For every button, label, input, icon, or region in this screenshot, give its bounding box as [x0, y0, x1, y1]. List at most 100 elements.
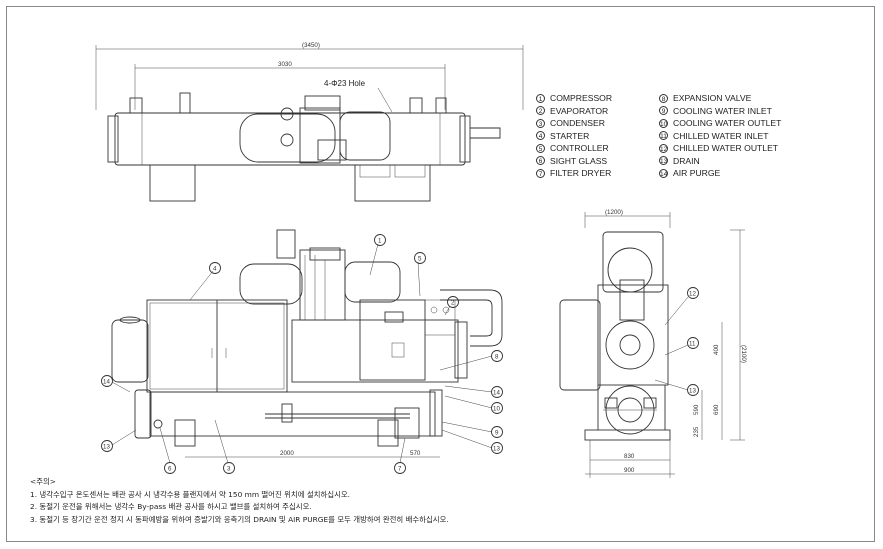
callout-2 [447, 296, 459, 308]
legend-number: 1 [536, 93, 545, 103]
legend-item: 8 EXPANSION VALVE [659, 92, 781, 105]
callout-13a [101, 440, 113, 452]
callout-7-text: 7 [398, 466, 402, 473]
callout-10 [491, 402, 503, 414]
legend-label: COOLING WATER INLET [673, 105, 772, 116]
callout-9 [491, 426, 503, 438]
legend-number: 4 [536, 131, 545, 141]
legend-item: 5 CONTROLLER [536, 142, 612, 155]
legend-number: 6 [536, 156, 545, 166]
legend-item: 6 SIGHT GLASS [536, 155, 612, 168]
legend-number: 8 [659, 93, 668, 103]
callout-13a-text: 13 [103, 444, 110, 451]
legend-number: 3 [536, 118, 545, 128]
callout-14a-text: 14 [103, 379, 110, 386]
callout-10-text: 10 [493, 406, 500, 413]
callout-8-text: 8 [495, 354, 499, 361]
callout-9-text: 9 [495, 430, 499, 437]
callout-11 [687, 337, 699, 349]
legend-label: DRAIN [673, 155, 700, 166]
legend-label: COMPRESSOR [550, 93, 613, 103]
legend-label: CHILLED WATER OUTLET [673, 143, 779, 153]
legend-label: FILTER DRYER [550, 168, 612, 178]
legend-item: 4 STARTER [536, 130, 612, 143]
callout-2-text: 2 [451, 300, 455, 307]
legend-label: CONDENSER [550, 118, 605, 128]
callout-14b [491, 386, 503, 398]
note-line-1: 1. 냉각수입구 온도센서는 배관 공사 시 냉각수용 플랜지에서 약 150 … [30, 489, 351, 499]
drawing-frame [6, 6, 875, 542]
callout-3-text: 3 [227, 466, 231, 473]
side-dim-235: 235 [693, 426, 700, 437]
front-view: 2000 570 [111, 229, 503, 464]
callout-13b [491, 442, 503, 454]
callout-13b-text: 13 [493, 446, 500, 453]
legend-label: STARTER [550, 130, 590, 141]
legend-number: 14 [659, 168, 668, 178]
legend-left: 1 COMPRESSOR 2 EVAPORATOR 3 CONDENSER 4 STARTER… [536, 92, 612, 180]
legend-label: AIR PURGE [673, 168, 721, 178]
callout-1 [374, 234, 386, 246]
front-dim-570: 570 [410, 450, 421, 457]
legend-number: 9 [659, 106, 668, 116]
callout-3 [223, 462, 235, 474]
legend-item: 12 CHILLED WATER OUTLET [659, 142, 781, 155]
legend-number: 7 [536, 168, 545, 178]
callout-14a [101, 375, 113, 387]
side-dim-900: 900 [624, 467, 635, 474]
callout-14b-text: 14 [493, 390, 500, 397]
callout-4-text: 4 [213, 266, 217, 273]
callout-1-text: 1 [378, 238, 382, 245]
side-callouts: 12 11 13 [687, 287, 699, 396]
legend-number: 12 [659, 143, 668, 153]
callout-6-text: 6 [168, 466, 172, 473]
top-dim-inner: 3030 [278, 61, 292, 68]
side-dim-690: 690 [713, 404, 720, 415]
notes-title: <주의> [30, 477, 56, 486]
legend-label: CHILLED WATER INLET [673, 130, 769, 141]
legend-item: 3 CONDENSER [536, 117, 612, 130]
side-dim-top: (1200) [605, 209, 623, 216]
side-dim-400: 400 [713, 344, 720, 355]
legend-item: 1 COMPRESSOR [536, 92, 612, 105]
legend-number: 5 [536, 143, 545, 153]
front-callouts: 1 4 5 2 8 14 10 9 13 6 3 7 14 13 [101, 234, 503, 474]
callout-11-text: 11 [689, 341, 696, 348]
notes-block: <주의> 1. 냉각수입구 온도센서는 배관 공사 시 냉각수용 플랜지에서 약… [30, 476, 449, 526]
side-view: (1200) (2100) 400 690 590 235 830 [559, 209, 747, 478]
callout-5-text: 5 [418, 256, 422, 263]
legend-item: 9 COOLING WATER INLET [659, 105, 781, 118]
side-dim-830: 830 [624, 453, 635, 460]
legend-number: 10 [659, 118, 668, 128]
legend-number: 13 [659, 156, 668, 166]
callout-12-text: 12 [689, 291, 696, 298]
callout-13c-text: 13 [689, 388, 696, 395]
note-line-2: 2. 동절기 운전을 위해서는 냉각수 By-pass 배관 공사를 하시고 밸… [30, 502, 312, 511]
legend-item: 13 DRAIN [659, 155, 781, 168]
top-view: (3450) 3030 4-Φ23 Hole [95, 42, 524, 202]
side-dim-590: 590 [693, 404, 700, 415]
legend-number: 2 [536, 106, 545, 116]
callout-6 [164, 462, 176, 474]
legend-label: CONTROLLER [550, 143, 609, 153]
legend-item: 7 FILTER DRYER [536, 167, 612, 180]
legend-item: 14 AIR PURGE [659, 167, 781, 180]
callout-7 [394, 462, 406, 474]
legend-number: 11 [659, 131, 668, 141]
top-dim-overall: (3450) [302, 42, 320, 49]
callout-13c [687, 384, 699, 396]
note-line-3: 3. 동절기 등 장기간 운전 정지 시 동파예방을 위하여 증발기와 응축기의… [30, 514, 449, 524]
front-dim-2000: 2000 [280, 450, 294, 457]
legend-label: SIGHT GLASS [550, 155, 608, 166]
callout-12 [687, 287, 699, 299]
legend-item: 2 EVAPORATOR [536, 105, 612, 118]
legend-label: EXPANSION VALVE [673, 93, 752, 103]
side-dim-height: (2100) [740, 345, 747, 363]
legend-label: EVAPORATOR [550, 105, 609, 116]
legend-item: 11 CHILLED WATER INLET [659, 130, 781, 143]
callout-5 [414, 252, 426, 264]
callout-4 [209, 262, 221, 274]
